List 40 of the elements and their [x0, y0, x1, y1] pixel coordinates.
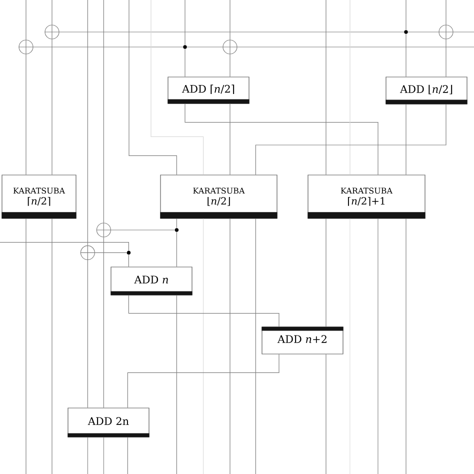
gate-box: KARATSUBA ⌈n/2⌉ [2, 174, 76, 219]
gate-box: ADD n+2 [262, 326, 344, 354]
control-line [33, 46, 184, 48]
gate-box: KARATSUBA ⌈n/2⌉+1 [308, 174, 426, 219]
target-circle [44, 24, 60, 40]
wire [87, 0, 88, 246]
gate-box: ADD ⌊n/2⌋ [386, 76, 468, 104]
wire [176, 295, 177, 474]
target-circle [18, 39, 34, 55]
wire [184, 104, 378, 175]
wire [176, 218, 177, 228]
target-circle [438, 24, 454, 40]
wire [255, 218, 256, 474]
wire [255, 104, 446, 175]
wire [176, 232, 177, 267]
wire [103, 0, 104, 223]
wire [127, 354, 280, 408]
gate-box: ADD 2n [68, 408, 150, 438]
target-circle [96, 222, 112, 238]
gate-box: KARATSUBA ⌊n/2⌋ [160, 174, 278, 219]
wire [0, 242, 129, 251]
wire [103, 437, 104, 474]
wire [128, 254, 129, 267]
wire [150, 0, 204, 175]
wire [87, 437, 88, 474]
wire [203, 218, 204, 474]
control-line [237, 46, 474, 48]
wire [103, 237, 104, 408]
gate-box: ADD ⌈n/2⌉ [168, 76, 250, 104]
target-circle [80, 245, 96, 260]
wire [128, 0, 177, 175]
control-line [186, 46, 223, 48]
control-line [94, 252, 127, 253]
wire [184, 0, 186, 46]
wire [127, 437, 128, 474]
wire [87, 260, 88, 408]
gate-box: ADD n [110, 266, 192, 296]
wire [184, 48, 186, 77]
target-circle [222, 39, 238, 55]
wire [128, 295, 280, 327]
